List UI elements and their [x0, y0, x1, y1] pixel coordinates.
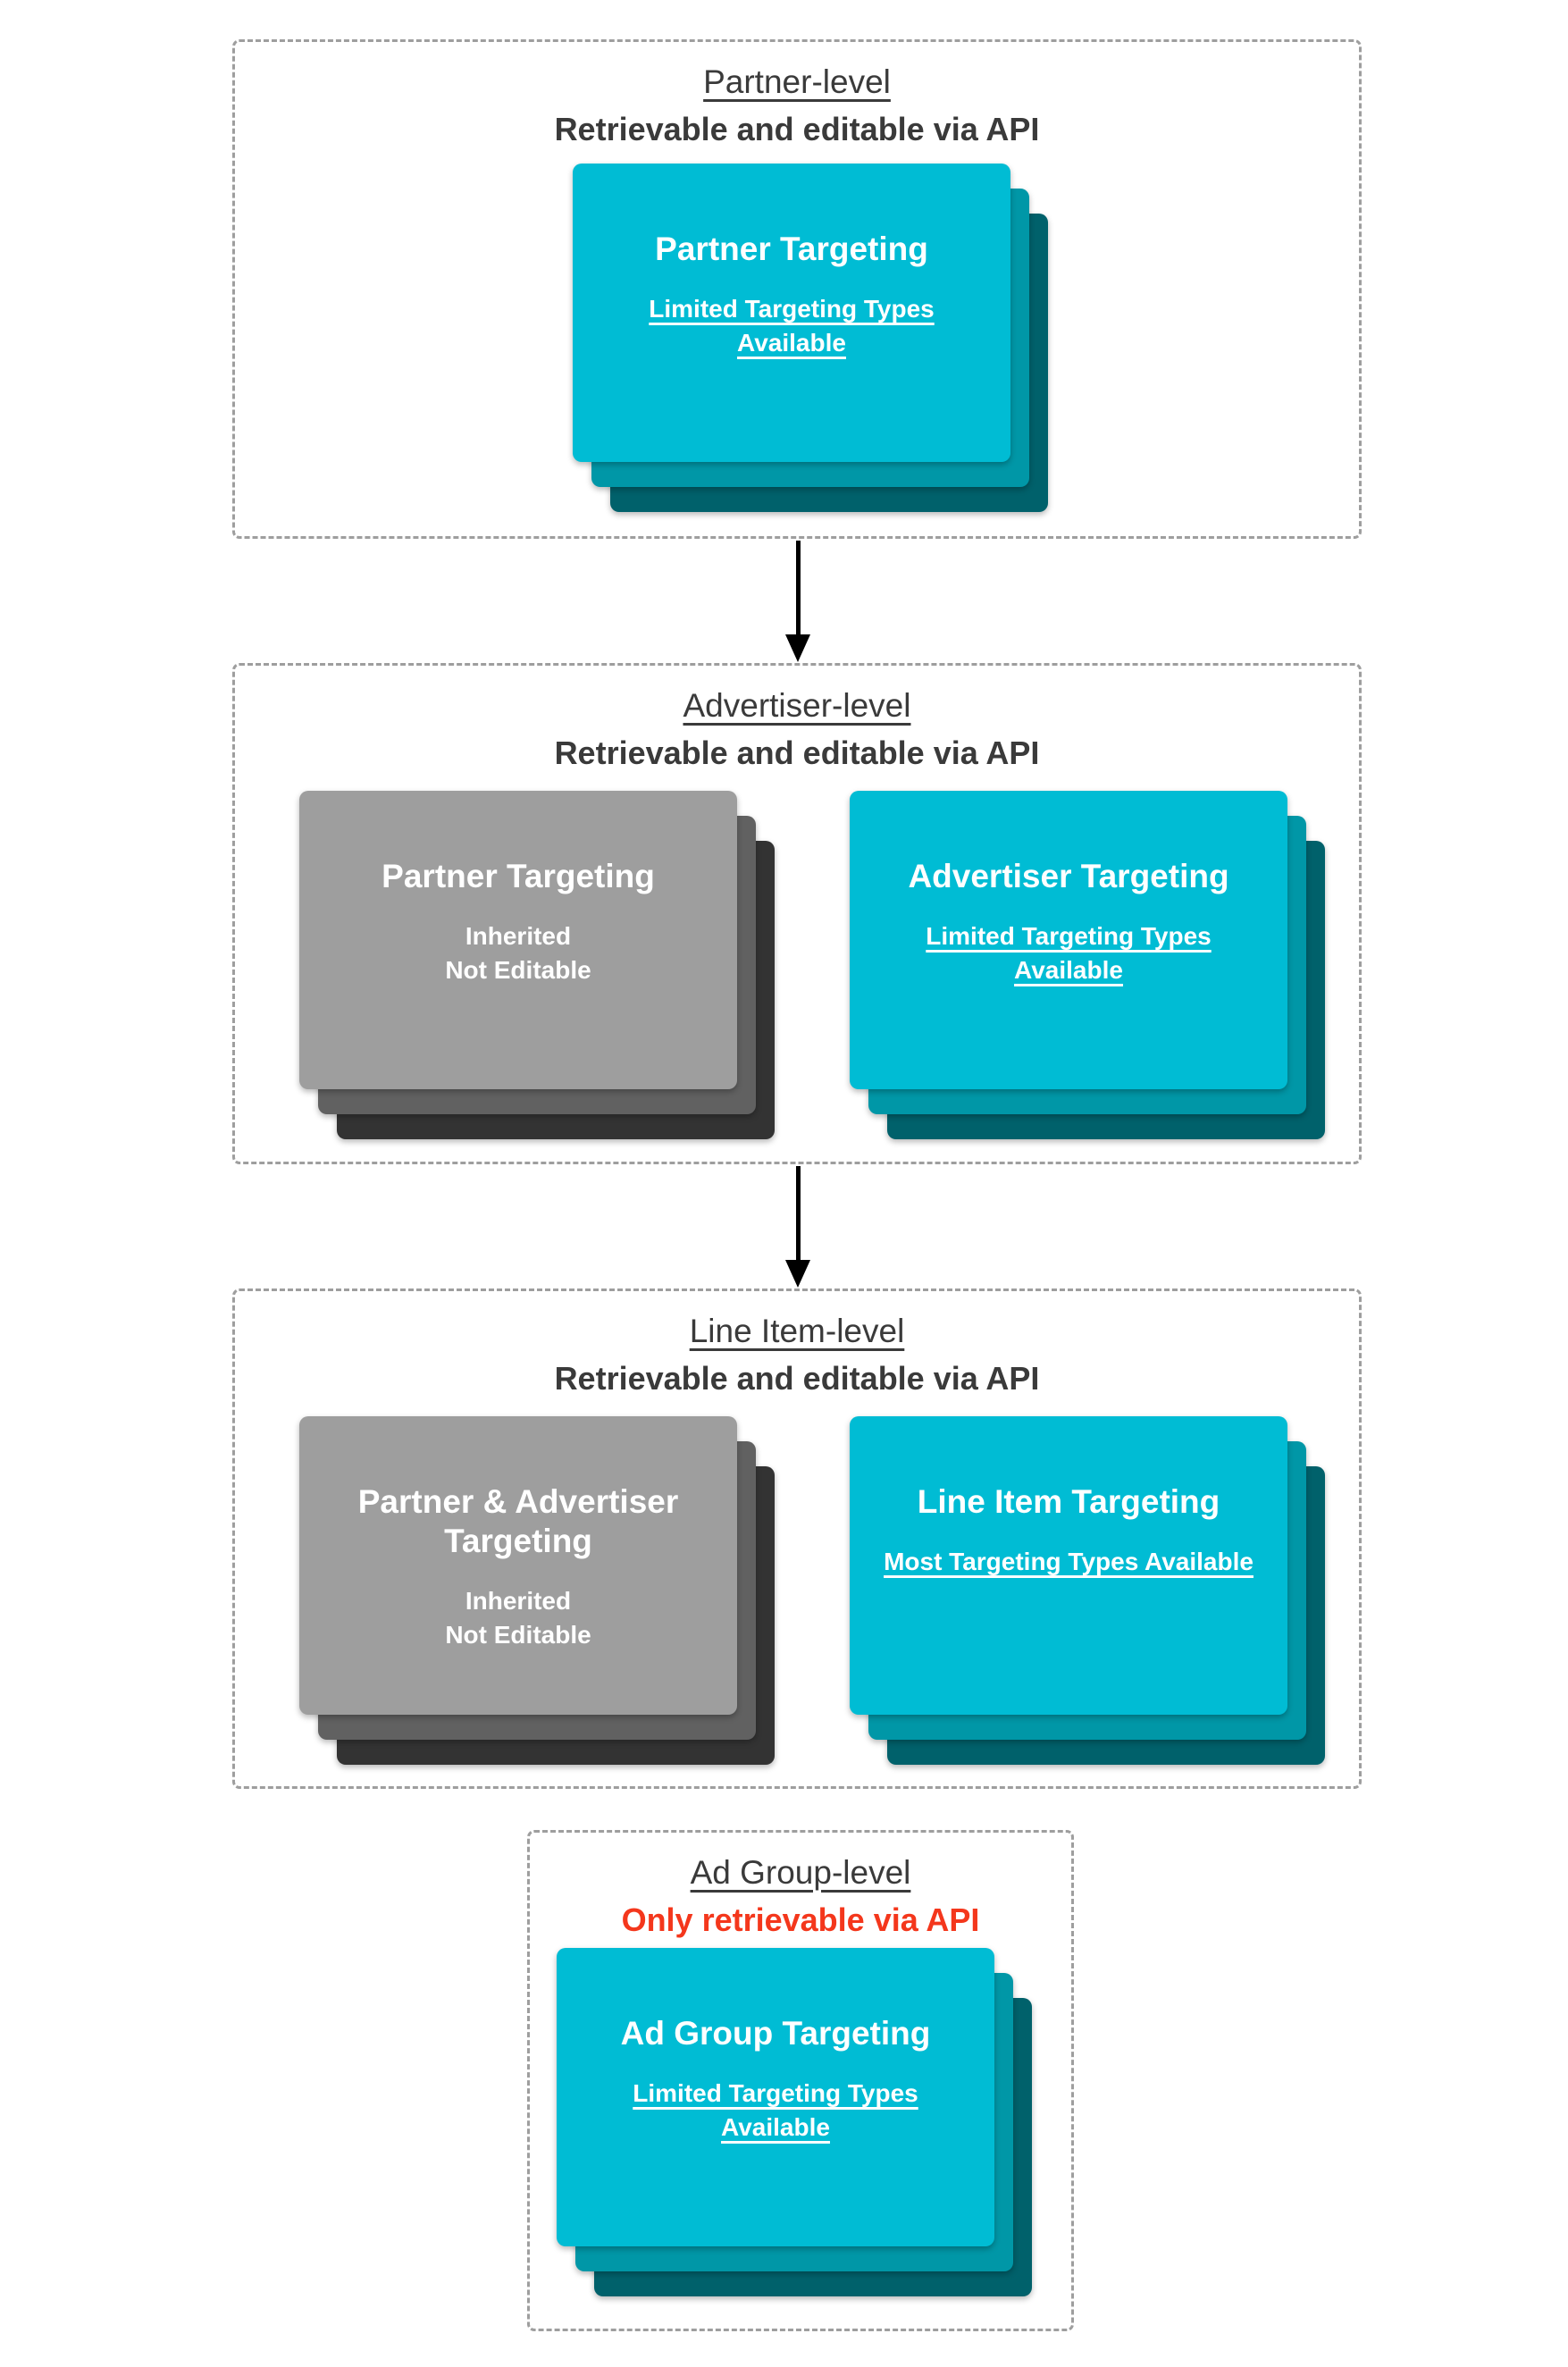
card-title: Partner Targeting	[655, 231, 928, 267]
card-subtitle: Limited Targeting Types Available	[633, 2079, 918, 2141]
ad-group-targeting-card: Ad Group Targeting Limited Targeting Typ…	[557, 1948, 994, 2246]
line-item-level-header: Line Item-level Retrievable and editable…	[235, 1291, 1359, 1399]
line-item-level-subtitle: Retrievable and editable via API	[554, 1360, 1040, 1397]
card-subtitle: Limited Targeting Types Available	[649, 295, 935, 357]
partner-level-subtitle: Retrievable and editable via API	[554, 111, 1040, 147]
line-item-level-section: Line Item-level Retrievable and editable…	[232, 1288, 1362, 1789]
ad-group-level-title: Ad Group-level	[690, 1854, 911, 1891]
card-subtitle: Most Targeting Types Available	[884, 1548, 1254, 1575]
partner-targeting-card-stack: Partner Targeting Limited Targeting Type…	[573, 164, 1048, 512]
partner-targeting-card: Partner Targeting Limited Targeting Type…	[573, 164, 1010, 462]
card-subtitle-line: Inherited	[465, 922, 572, 950]
partner-level-title: Partner-level	[703, 63, 891, 100]
arrow-shaft	[795, 1166, 801, 1260]
advertiser-targeting-card-stack: Advertiser Targeting Limited Targeting T…	[850, 791, 1325, 1139]
down-arrow-icon	[784, 1166, 811, 1288]
ad-group-targeting-card-stack: Ad Group Targeting Limited Targeting Typ…	[557, 1948, 1032, 2296]
line-item-targeting-card: Line Item Targeting Most Targeting Types…	[850, 1416, 1287, 1715]
inherited-partner-targeting-card: Partner Targeting Inherited Not Editable	[299, 791, 737, 1089]
ad-group-level-header: Ad Group-level Only retrievable via API	[530, 1833, 1071, 1941]
card-subtitle: Limited Targeting Types Available	[926, 922, 1212, 984]
partner-level-section: Partner-level Retrievable and editable v…	[232, 39, 1362, 539]
advertiser-level-subtitle: Retrievable and editable via API	[554, 734, 1040, 771]
advertiser-level-title: Advertiser-level	[683, 687, 911, 724]
card-subtitle-line: Not Editable	[445, 1621, 591, 1649]
advertiser-targeting-card: Advertiser Targeting Limited Targeting T…	[850, 791, 1287, 1089]
card-subtitle-line: Not Editable	[445, 956, 591, 984]
inherited-partner-targeting-card-stack: Partner Targeting Inherited Not Editable	[299, 791, 775, 1139]
arrow-shaft	[795, 541, 801, 634]
arrow-head	[785, 634, 810, 662]
card-title: Line Item Targeting	[917, 1483, 1220, 1520]
line-item-targeting-card-stack: Line Item Targeting Most Targeting Types…	[850, 1416, 1325, 1765]
advertiser-level-header: Advertiser-level Retrievable and editabl…	[235, 666, 1359, 774]
card-title: Partner Targeting	[382, 858, 655, 894]
card-subtitle-line: Inherited	[465, 1587, 572, 1615]
partner-level-header: Partner-level Retrievable and editable v…	[235, 42, 1359, 150]
down-arrow-icon	[784, 541, 811, 662]
ad-group-level-section: Ad Group-level Only retrievable via API …	[527, 1830, 1074, 2331]
line-item-level-title: Line Item-level	[689, 1313, 905, 1349]
inherited-partner-advertiser-targeting-card-stack: Partner & Advertiser Targeting Inherited…	[299, 1416, 775, 1765]
advertiser-level-section: Advertiser-level Retrievable and editabl…	[232, 663, 1362, 1164]
inherited-partner-advertiser-targeting-card: Partner & Advertiser Targeting Inherited…	[299, 1416, 737, 1715]
card-title: Partner & Advertiser Targeting	[357, 1483, 679, 1559]
arrow-head	[785, 1260, 810, 1288]
card-title: Ad Group Targeting	[620, 2015, 931, 2052]
ad-group-level-subtitle: Only retrievable via API	[621, 1901, 980, 1938]
card-title: Advertiser Targeting	[908, 858, 1229, 894]
